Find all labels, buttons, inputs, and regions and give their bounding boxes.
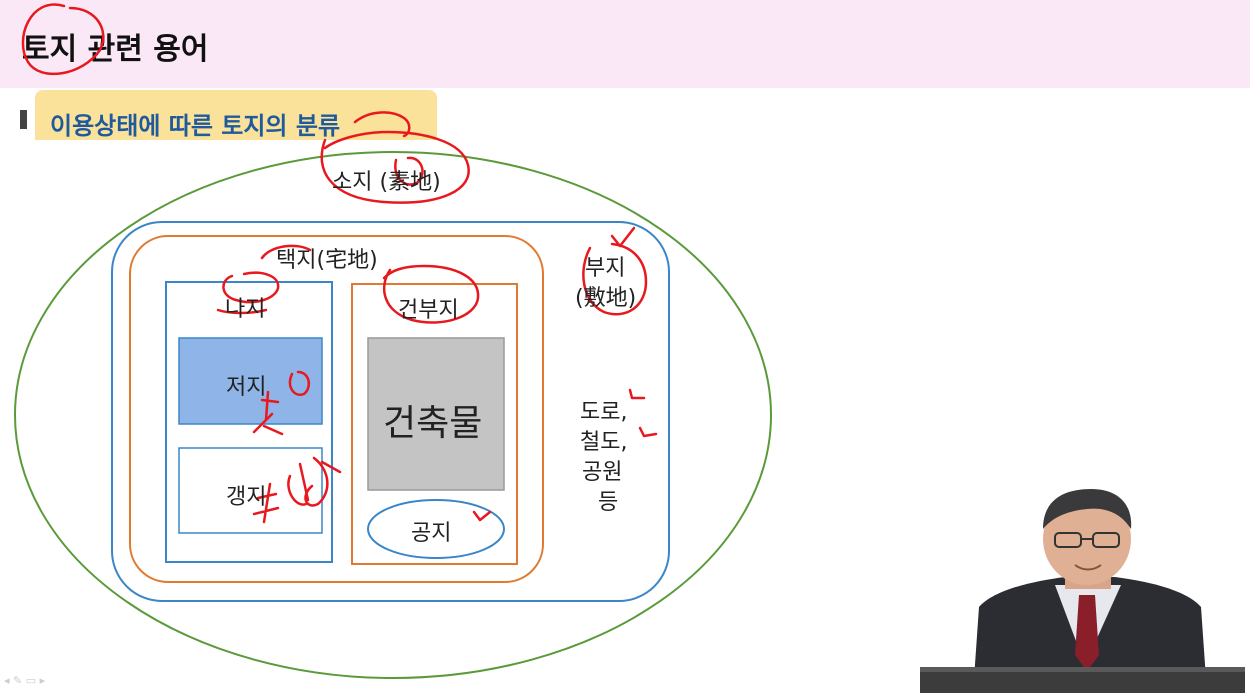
gaengji-box [178,447,323,534]
label-etc: 등 [598,490,619,515]
annotation-circle-buji [582,242,648,316]
annotation-scribble-gaengji [252,456,342,524]
pen-icon[interactable]: ✎ [13,674,23,687]
next-icon[interactable]: ▸ [39,674,46,687]
jeoji-box [178,337,323,425]
label-soji: 소지 (素地) [332,164,441,196]
label-railroad: 철도, [580,430,628,455]
label-jeoji: 저지 [226,375,267,400]
gongji-ellipse [367,499,505,559]
annotation-circle-jeoji [288,370,311,397]
label-taekji-hanja: (宅地) [316,248,378,273]
annotation-tick-railroad [638,426,658,438]
label-taekji-text: 택지 [276,248,317,273]
annotation-circle-taekji [260,244,312,260]
label-building: 건축물 [383,403,483,444]
label-soji-text: 소지 [332,170,373,195]
label-taekji: 택지(宅地) [276,242,378,274]
page-title: 토지 관련 용어 [22,32,209,67]
presenter-video [915,485,1250,693]
handwriting-annotations [21,3,658,524]
menu-icon[interactable]: ▭ [25,674,37,687]
annotation-circle-naji [222,271,280,304]
annotation-circle-soji-inner [394,156,424,186]
building-box [367,337,505,491]
buji-box [111,221,670,602]
label-gongji: 공지 [411,521,452,546]
label-park: 공원 [582,460,623,485]
annotation-tick-gongji [472,510,492,522]
sojI-ellipse [14,151,772,679]
annotation-scribble-jeoji [252,390,284,436]
bullet-marker [20,110,27,129]
section-label: 이용상태에 따른 토지의 분류 [50,112,341,140]
annotation-circle-geonbuji [382,264,480,324]
label-naji: 나지 [225,297,266,322]
annotation-tick-road [628,388,646,400]
annotation-circle-soji [320,130,470,204]
prev-icon[interactable]: ◂ [4,674,10,687]
title-bar [0,0,1250,88]
slide-controls[interactable]: ◂ ✎ ▭ ▸ [4,674,45,687]
annotation-circle-title [21,3,105,76]
label-buji-hanja: (敷地) [575,286,637,311]
taekji-box [129,235,544,583]
naji-box [165,281,333,563]
label-road: 도로, [580,400,628,425]
label-gaengji: 갱지 [226,485,267,510]
label-buji: 부지 [585,256,626,281]
label-soji-hanja: (素地) [379,170,441,195]
annotation-underline-naji [216,308,268,315]
label-geonbuji: 건부지 [398,298,459,323]
geonbuji-box [351,283,518,565]
